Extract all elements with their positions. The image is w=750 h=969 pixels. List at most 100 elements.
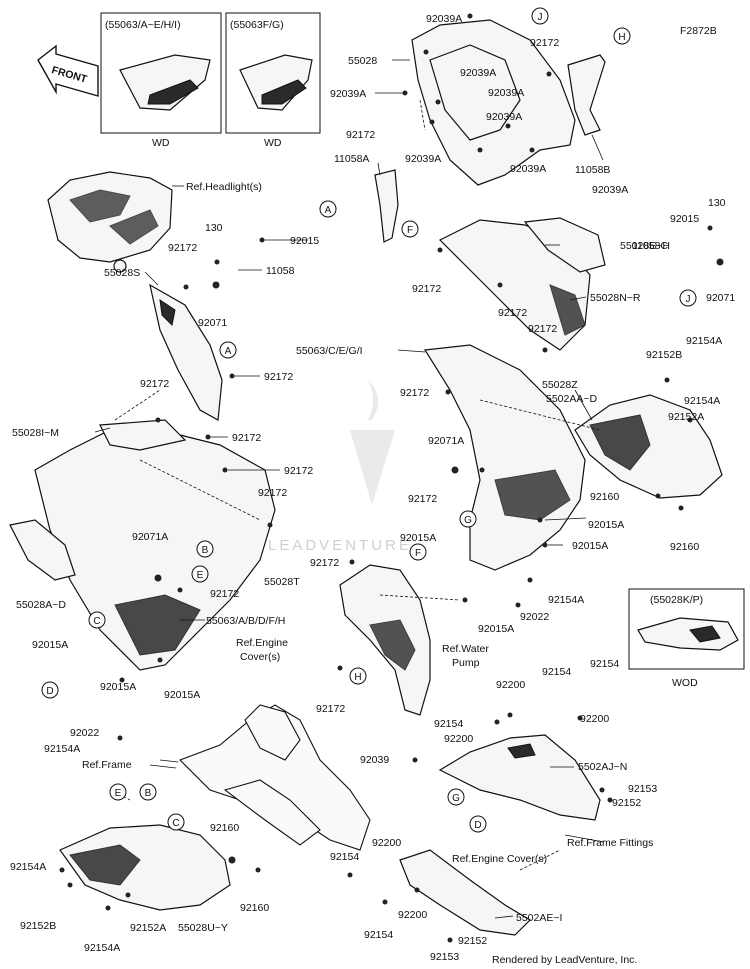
inset-2-header: (55063F/G) <box>230 19 284 31</box>
label-5502aei: 5502AE~I <box>516 912 562 924</box>
inset-box-3: (55028K/P) WOD <box>628 588 745 689</box>
label-92039a-1: 92039A <box>330 88 366 100</box>
label-92015a-3: 92015A <box>164 689 200 701</box>
label-92154-2: 92154 <box>590 658 619 670</box>
callout-h-top: H <box>618 32 625 43</box>
label-92022-mid: 92022 <box>520 611 549 623</box>
label-92154a-r2: 92154A <box>684 395 720 407</box>
callout-circle-c-low <box>167 813 185 831</box>
label-92039a-7: 92039A <box>592 184 628 196</box>
frame <box>159 704 371 851</box>
label-5502ajn: 5502AJ~N <box>578 761 627 773</box>
inset-3-footer: WOD <box>672 677 698 689</box>
label-5502aad: 5502AA~D <box>546 393 597 405</box>
callout-c-left: C <box>93 616 100 627</box>
label-55063abdfh: 55063/A/B/D/F/H <box>206 615 285 627</box>
inset-box-2: (55063F/G) WD <box>225 12 321 149</box>
inset-1-header: (55063/A~E/H/I) <box>105 19 181 31</box>
part-labels: 92039A 55028 92039A 92039A 92039A 92039A… <box>10 13 735 963</box>
label-92172-a: 92172 <box>346 129 375 141</box>
label-92022-left: 92022 <box>70 727 99 739</box>
watermark-text: LEADVENTURE <box>268 537 412 554</box>
inset-box-1: (55063/A~E/H/I) WD <box>100 12 222 149</box>
callout-circle-d-low <box>469 815 487 833</box>
label-92039: 92039 <box>360 754 389 766</box>
label-92039a-top: 92039A <box>426 13 462 25</box>
callout-circle-d-left <box>41 681 59 699</box>
ref-frame-fittings: Ref.Frame Fittings <box>567 837 653 849</box>
ref-water-pump-2: Pump <box>452 657 480 669</box>
label-11058a: 11058A <box>334 153 369 165</box>
callout-b-left: B <box>202 545 209 556</box>
upper-inner-cover <box>411 19 576 186</box>
left-upper-cowl <box>149 283 223 421</box>
callout-a-top: A <box>325 205 332 216</box>
label-92154-3: 92154 <box>434 718 463 730</box>
callout-f-mid: F <box>415 548 421 559</box>
label-11058b: 11058B <box>575 164 610 176</box>
watermark: LEADVENTURE <box>268 380 412 554</box>
diagram-code: F2872B <box>680 25 717 37</box>
callout-circle-e-left <box>191 565 209 583</box>
label-92172-j: 92172 <box>498 307 527 319</box>
callout-j-right: J <box>686 294 691 305</box>
callouts: J H A F A J B E C D G F H G D E B C <box>41 7 697 833</box>
footer-credit: Rendered by LeadVenture, Inc. <box>492 954 637 966</box>
label-92200-2: 92200 <box>580 713 609 725</box>
label-92039a-4: 92039A <box>486 111 522 123</box>
label-92154a-b2: 92154A <box>84 942 120 954</box>
bolts <box>59 13 724 943</box>
label-92172-l: 92172 <box>400 387 429 399</box>
label-92015a-4: 92015A <box>400 532 436 544</box>
callout-circle-g-mid <box>459 510 477 528</box>
inset-2-footer: WD <box>264 137 282 149</box>
label-92160-r1: 92160 <box>590 491 619 503</box>
callout-circle-g-low <box>447 788 465 806</box>
label-92154a-b1: 92154A <box>10 861 46 873</box>
label-92152a-bottom: 92152A <box>130 922 166 934</box>
label-92152-2: 92152 <box>458 935 487 947</box>
inset-3-header: (55028K/P) <box>650 594 703 606</box>
label-92071: 92071 <box>198 317 227 329</box>
label-92015a-7: 92015A <box>478 623 514 635</box>
lower-right-cowl <box>438 734 601 821</box>
callout-d-low: D <box>474 820 481 831</box>
label-92015a-5: 92015A <box>588 519 624 531</box>
label-92071a-mid: 92071A <box>428 435 464 447</box>
callout-circle-a-mid <box>219 341 237 359</box>
right-upper-pieces <box>438 217 606 351</box>
label-55028t: 55028T <box>264 576 300 588</box>
callout-circle-h-mid <box>349 667 367 685</box>
label-92172-i: 92172 <box>412 283 441 295</box>
ref-engine-cover-2: Cover(s) <box>240 651 280 663</box>
label-55028eh: 55028E~H <box>620 240 670 252</box>
label-92172-e: 92172 <box>232 432 261 444</box>
label-92172-n: 92172 <box>310 557 339 569</box>
label-92172-top: 92172 <box>530 37 559 49</box>
label-92039a-5: 92039A <box>405 153 441 165</box>
label-11058c: 11058C <box>632 240 668 252</box>
ref-engine-cover-1: Ref.Engine <box>236 637 288 649</box>
inset-1-footer: WD <box>152 137 170 149</box>
label-55028z: 55028Z <box>542 379 578 391</box>
label-92160-1: 92160 <box>210 822 239 834</box>
label-92160-r2: 92160 <box>670 541 699 553</box>
label-92015a-2: 92015A <box>100 681 136 693</box>
label-92154-1: 92154 <box>542 666 571 678</box>
callout-e-low: E <box>115 788 122 799</box>
callout-circle-b-left <box>196 540 214 558</box>
label-92154-5: 92154 <box>364 929 393 941</box>
label-92152-1: 92152 <box>612 797 641 809</box>
ref-frame: Ref.Frame <box>82 759 132 771</box>
label-92154a-r1: 92154A <box>686 335 722 347</box>
label-92172-m: 92172 <box>408 493 437 505</box>
callout-a-mid: A <box>225 346 232 357</box>
label-55028nr: 55028N~R <box>590 292 641 304</box>
label-55028uy: 55028U~Y <box>178 922 228 934</box>
label-92154a-left: 92154A <box>44 743 80 755</box>
reference-labels: Ref.Engine Cover(s) Ref.Water Pump Ref.F… <box>82 637 653 865</box>
callout-f-top: F <box>407 225 413 236</box>
middle-cowl <box>339 564 431 716</box>
callout-g-low: G <box>452 793 460 804</box>
label-92152a-right: 92152A <box>668 411 704 423</box>
